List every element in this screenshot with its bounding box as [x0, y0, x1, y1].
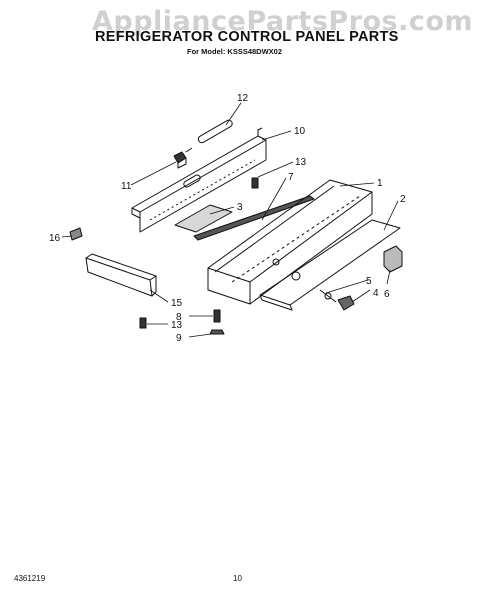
footer-page-number: 10	[233, 574, 242, 583]
fasteners	[139, 177, 259, 335]
leader-lines	[61, 102, 399, 338]
footer-document-number: 4361219	[14, 574, 46, 583]
callout-16: 16	[49, 233, 61, 244]
part-16-clip	[69, 227, 83, 241]
callout-8: 8	[176, 312, 182, 323]
callout-2: 2	[400, 194, 406, 205]
part-6-knob	[383, 245, 403, 273]
callout-1: 1	[377, 178, 383, 189]
page-title: REFRIGERATOR CONTROL PANEL PARTS	[95, 29, 399, 45]
callout-7: 7	[288, 172, 294, 183]
callout-4: 4	[373, 288, 379, 299]
callout-13-upper: 13	[295, 157, 307, 168]
part-15-trim	[85, 253, 157, 297]
callout-12: 12	[237, 93, 249, 104]
callout-11: 11	[121, 181, 132, 192]
callout-10: 10	[294, 126, 306, 137]
callout-3: 3	[237, 202, 243, 213]
part-2-panel	[259, 219, 401, 311]
part-1-housing	[207, 179, 373, 305]
model-subtitle: For Model: KSSS48DWX02	[187, 47, 283, 56]
part-4-5-screw	[319, 289, 355, 311]
part-10-bracket	[131, 127, 267, 233]
callout-15: 15	[171, 298, 183, 309]
callout-6: 6	[384, 289, 390, 300]
callout-13-lower: 13	[171, 320, 183, 331]
callout-9: 9	[176, 333, 182, 344]
part-11-socket	[173, 151, 187, 169]
part-7-strip	[193, 195, 315, 241]
watermark: AppliancePartsPros.com	[92, 6, 474, 37]
part-12-tube	[185, 119, 233, 153]
callout-5: 5	[366, 276, 372, 287]
